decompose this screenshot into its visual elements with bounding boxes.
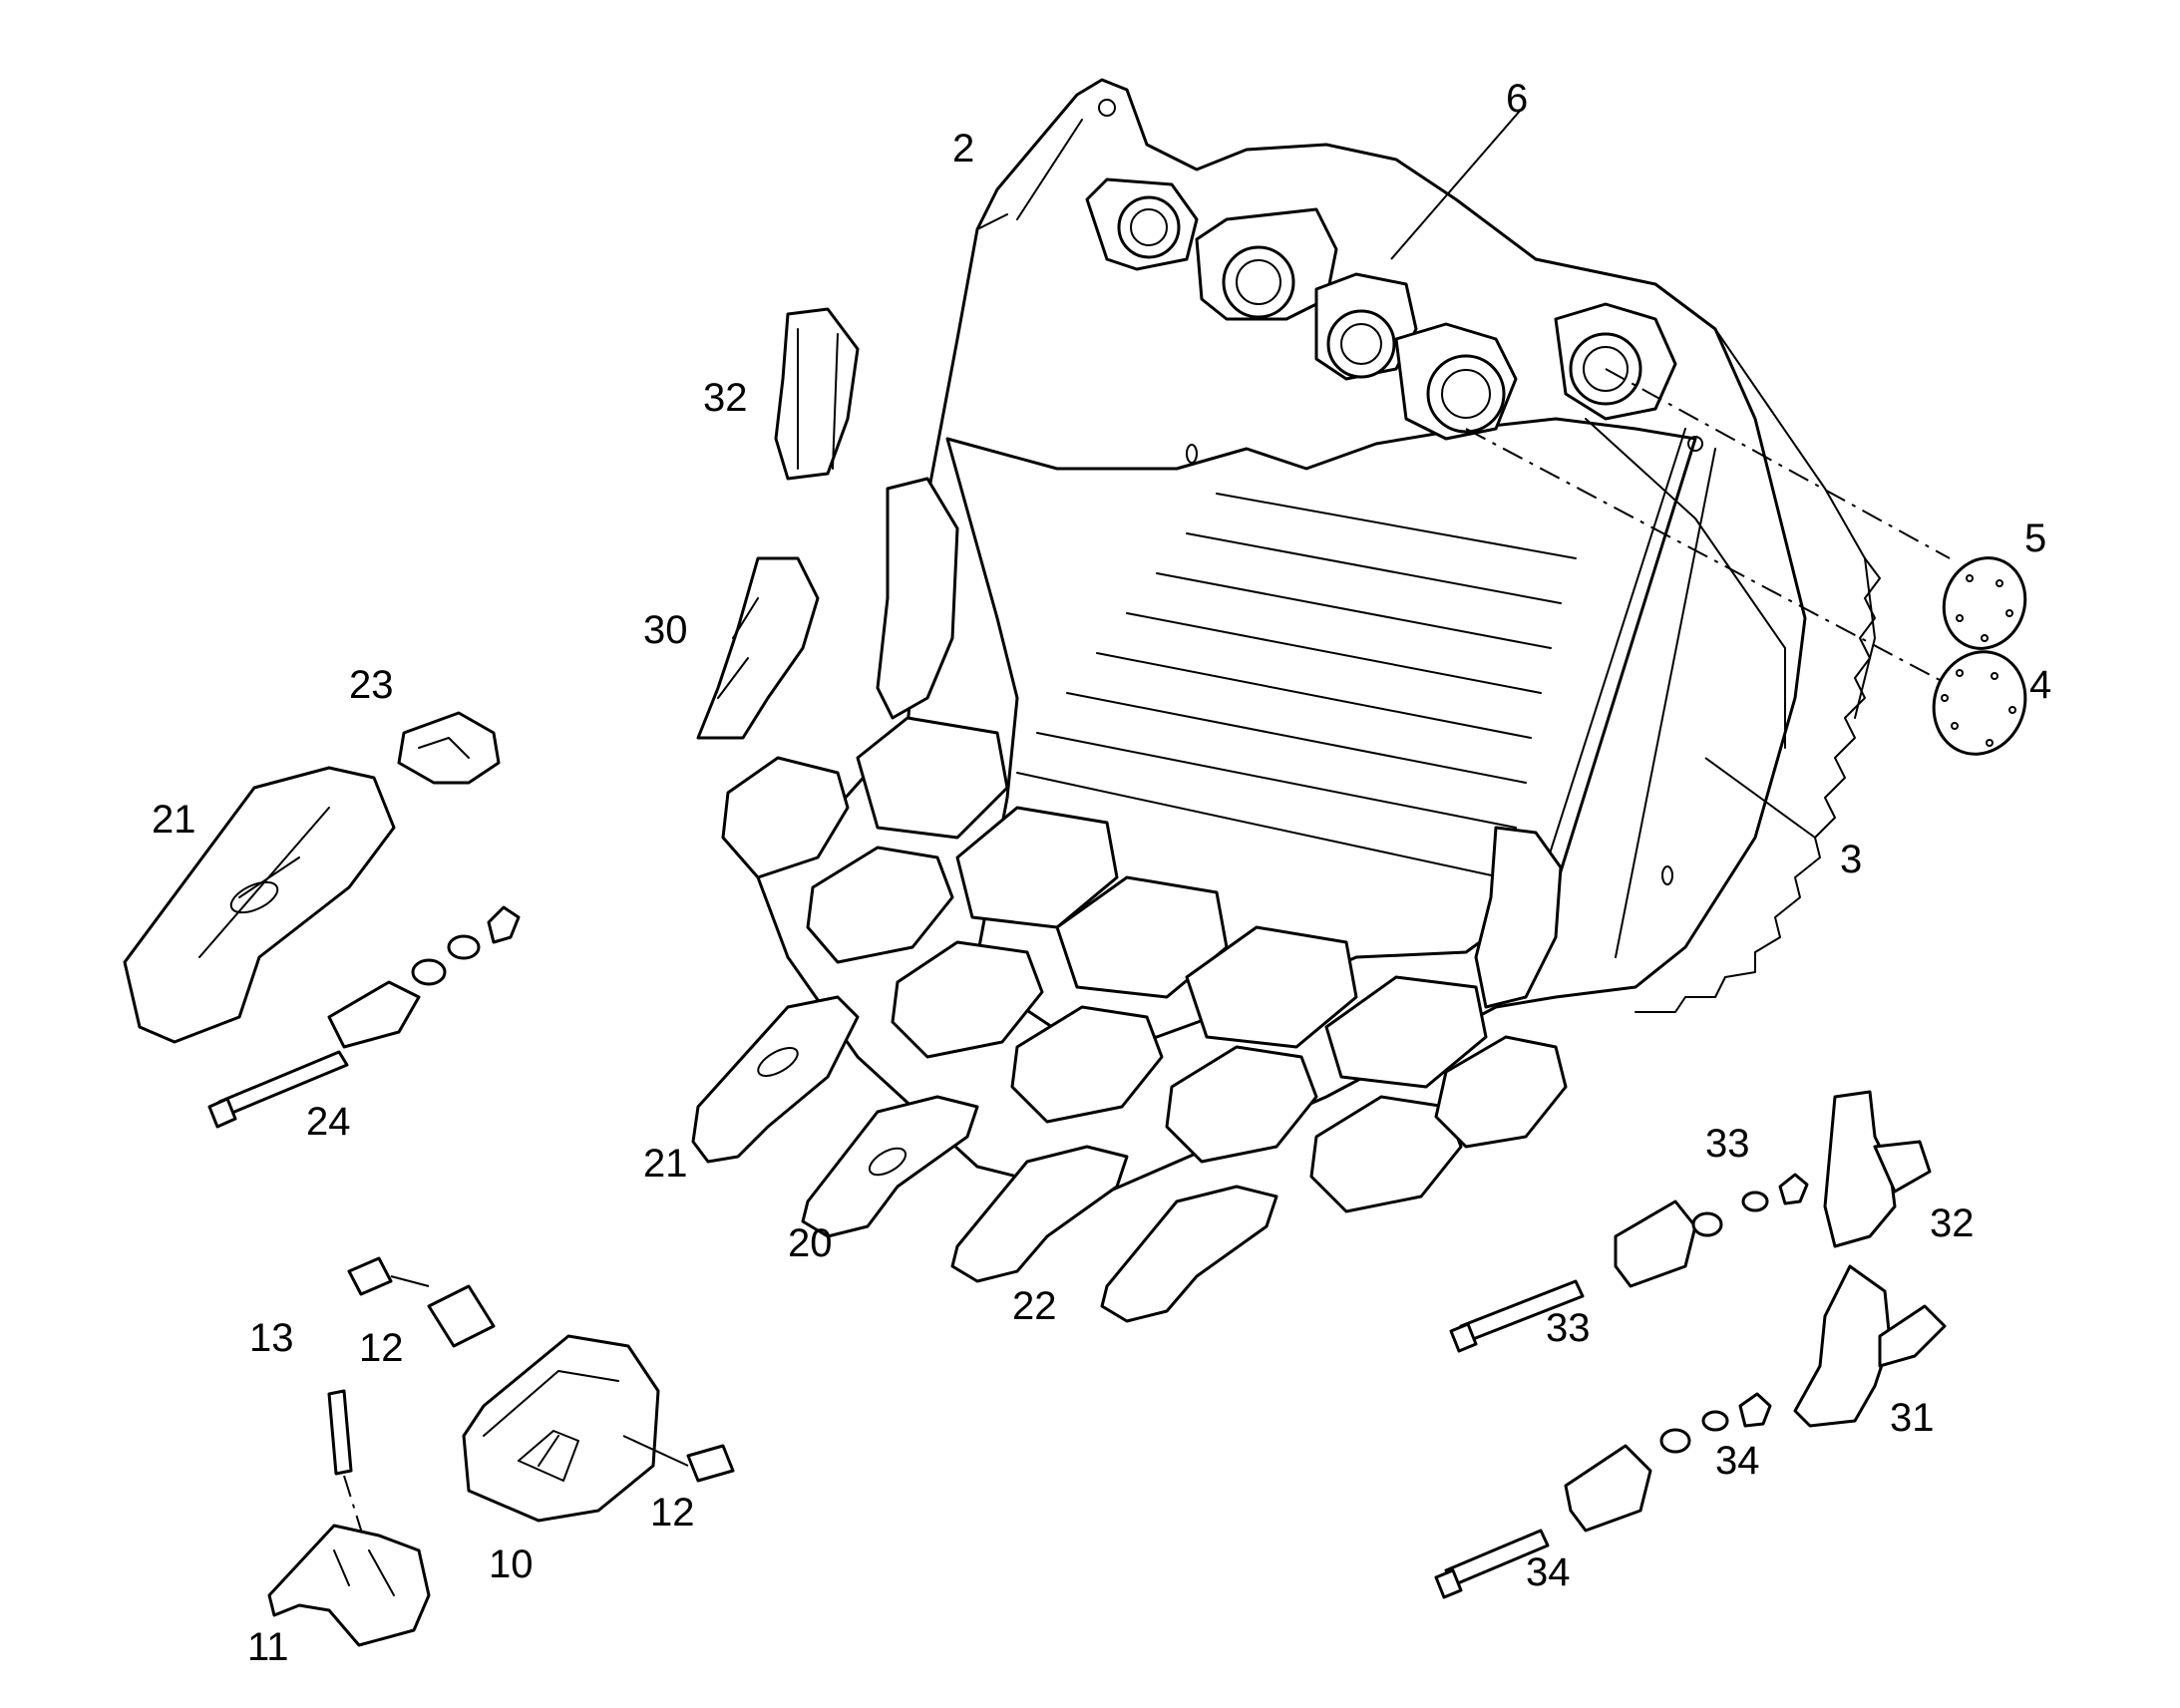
shroud-part21-left <box>123 766 396 1044</box>
side-cutter-part30 <box>696 556 820 740</box>
callout-6: 6 <box>1506 77 1528 121</box>
callout-5: 5 <box>2024 516 2046 560</box>
floor-wear-strips <box>1016 493 1577 878</box>
callout-34-bottom: 34 <box>1526 1550 1571 1594</box>
retaining-pin-part12-lower <box>686 1444 735 1483</box>
callout-30: 30 <box>643 608 688 652</box>
wear-plate-part32-right <box>1823 1090 1897 1248</box>
callout-22: 22 <box>1012 1284 1057 1328</box>
callout-21-left: 21 <box>152 798 196 842</box>
callout-4: 4 <box>2029 663 2051 707</box>
hinge-boss-right-pin <box>1326 309 1396 379</box>
callout-21-bottom: 21 <box>643 1142 688 1186</box>
cover-disc-part5 <box>1942 556 2027 650</box>
callout-24: 24 <box>306 1100 351 1144</box>
retaining-pin-part12-upper <box>347 1256 393 1296</box>
callout-2: 2 <box>952 127 974 171</box>
bolt-set-part24 <box>207 905 521 1129</box>
wear-plate-part32-left <box>774 307 860 481</box>
axis-line-part4 <box>1465 428 1956 689</box>
callout-12-top: 12 <box>359 1326 404 1370</box>
hinge-boss-left-pin <box>1117 195 1181 259</box>
callout-10: 10 <box>489 1542 534 1586</box>
callout-11: 11 <box>247 1625 289 1669</box>
key-part13 <box>327 1389 353 1476</box>
shroud-part22-a <box>950 1145 1129 1283</box>
callout-32-left: 32 <box>703 376 748 420</box>
shroud-part21-bottom <box>691 995 860 1164</box>
callout-34-top: 34 <box>1715 1439 1760 1483</box>
callout-13: 13 <box>249 1316 294 1360</box>
sleeve-part12 <box>427 1284 496 1348</box>
callout-23: 23 <box>349 663 394 707</box>
callout-31: 31 <box>1890 1396 1935 1440</box>
callout-12-bottom: 12 <box>650 1491 695 1535</box>
callout-33-bottom: 33 <box>1546 1306 1591 1350</box>
shroud-part22-b <box>1100 1185 1278 1323</box>
shroud-part20 <box>801 1095 979 1238</box>
callout-32-right: 32 <box>1930 1201 1975 1245</box>
bolt-set-part34 <box>1434 1392 1772 1599</box>
cover-disc-part4 <box>1932 650 2027 756</box>
bucket-teeth-row <box>721 716 1568 1213</box>
callout-33-top: 33 <box>1705 1122 1750 1166</box>
bolt-set-part33 <box>1449 1173 1809 1353</box>
hinge-boss-front-cap <box>1426 354 1506 434</box>
adapter-part10 <box>462 1334 660 1523</box>
lock-part23 <box>397 711 501 785</box>
side-cutter-part31 <box>1793 1264 1892 1428</box>
callout-20: 20 <box>788 1221 833 1265</box>
hinge-boss-mid-cap <box>1222 245 1295 319</box>
callout-3: 3 <box>1840 838 1862 881</box>
